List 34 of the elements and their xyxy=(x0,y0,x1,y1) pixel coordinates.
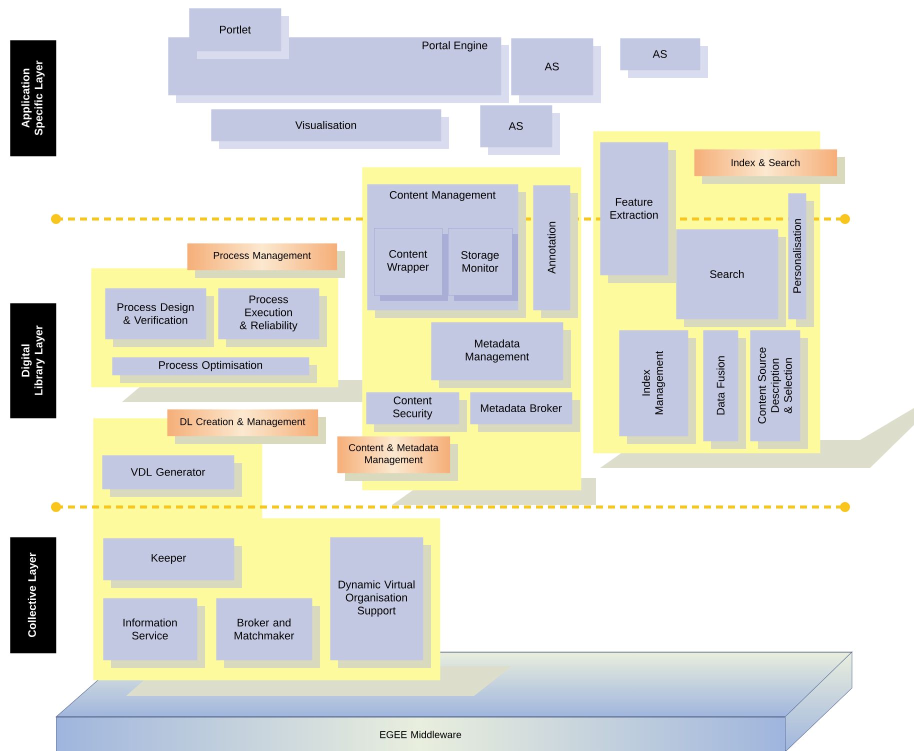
component-box: Process Execution & Reliability xyxy=(218,288,327,347)
component-box: AS xyxy=(511,38,601,103)
node-label: EGEE Middleware xyxy=(380,730,462,738)
group-tab: Content & Metadata Management xyxy=(337,436,458,481)
component-box: Portal Engine xyxy=(168,37,509,103)
component-box: Broker and Matchmaker xyxy=(216,598,320,668)
layer-label: Collective Layer xyxy=(10,537,56,654)
component-box: Metadata Broker xyxy=(470,392,580,432)
component-box: Content Security xyxy=(366,392,467,432)
component-box: Storage Monitor xyxy=(448,228,518,301)
group-tab: Index & Search xyxy=(694,149,845,184)
component-box: Data Fusion xyxy=(703,330,746,449)
component-box: Keeper xyxy=(103,538,242,588)
component-box: Metadata Management xyxy=(431,322,571,388)
component-box: Personalisation xyxy=(788,193,814,327)
component-box: Annotation xyxy=(533,185,578,318)
component-box: Search xyxy=(676,229,786,327)
component-box: Content Source Description & Selection xyxy=(750,330,808,449)
component-box: Portlet xyxy=(189,8,289,59)
group-tab: Process Management xyxy=(187,243,345,278)
component-box: VDL Generator xyxy=(102,455,242,497)
component-box: Dynamic Virtual Organisation Support xyxy=(330,537,431,668)
component-box: Index Management xyxy=(619,330,696,444)
component-box: Information Service xyxy=(103,598,205,668)
component-box: AS xyxy=(480,105,560,155)
layer-label: Digital Library Layer xyxy=(10,303,56,418)
component-box: Feature Extraction xyxy=(600,142,676,283)
component-box: Process Optimisation xyxy=(112,357,317,383)
component-box: Process Design & Verification xyxy=(105,288,214,347)
component-box: Content Wrapper xyxy=(374,228,448,301)
component-box: Visualisation xyxy=(211,109,449,149)
component-box: AS xyxy=(620,38,708,78)
group-tab: DL Creation & Management xyxy=(167,409,326,444)
layer-label: Application Specific Layer xyxy=(10,40,56,156)
